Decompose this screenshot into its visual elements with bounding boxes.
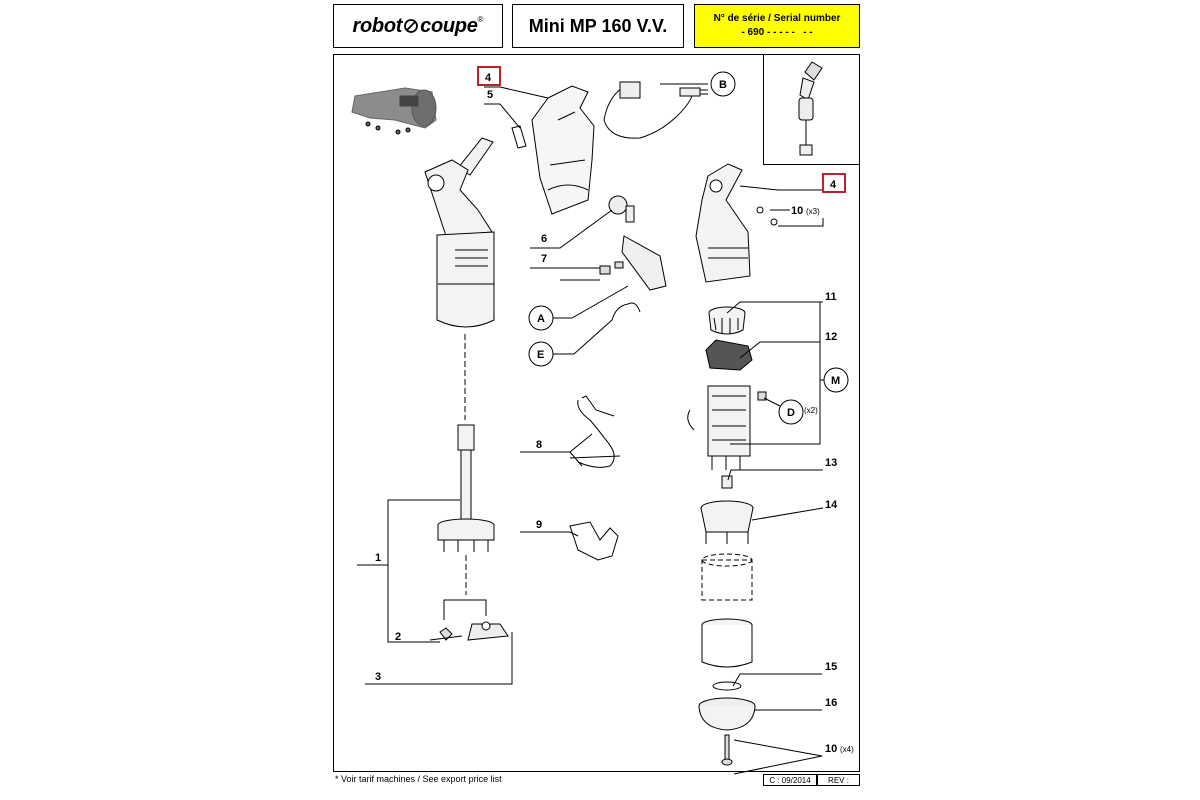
callout-circle-M: [823, 367, 849, 393]
model-title: Mini MP 160 V.V.: [512, 4, 684, 48]
brand-right: coupe: [420, 14, 478, 37]
callout-16: 16: [825, 697, 837, 709]
callout-6: 6: [541, 233, 547, 245]
thumbnail-blender: [798, 61, 823, 156]
cable-harness-part: [569, 395, 621, 468]
callout-4-right: 4: [830, 179, 837, 191]
accessory-photo: [351, 87, 437, 135]
serial-box: N° de série / Serial number - 690 - - - …: [694, 4, 860, 48]
callout-10-top-qty: (x3): [806, 207, 820, 216]
date-code: C : 09/2014: [763, 774, 817, 786]
wire-bracket-part: [569, 521, 619, 561]
callout-10-top: 10: [791, 205, 803, 217]
callout-15: 15: [825, 661, 837, 673]
callout-D-qty: (x2): [804, 406, 818, 415]
leader-lines: [357, 83, 824, 775]
bell-guard-part: [700, 500, 754, 668]
fan-part: [708, 306, 746, 335]
callout-11: 11: [825, 291, 837, 303]
seal-ring-part: [712, 681, 742, 691]
callout-M: M: [831, 375, 840, 387]
callout-5: 5: [487, 89, 493, 101]
power-cord-part: [603, 81, 708, 139]
callout-10-bottom: 10: [825, 743, 837, 755]
callout-13: 13: [825, 457, 837, 469]
callout-7: 7: [541, 253, 547, 265]
serial-label: N° de série / Serial number: [713, 13, 841, 24]
diagram-frame: [333, 54, 860, 772]
callout-A: A: [537, 313, 545, 325]
callout-9: 9: [536, 519, 542, 531]
highlight-box-4b: [822, 173, 846, 193]
callout-2: 2: [395, 631, 401, 643]
base-cap-part: [698, 697, 756, 766]
callout-B: B: [719, 79, 727, 91]
callout-12: 12: [825, 331, 837, 343]
callout-8: 8: [536, 439, 542, 451]
revision-label: REV :: [817, 774, 860, 786]
callout-1: 1: [375, 552, 381, 564]
callout-circle-B: [710, 71, 736, 97]
callout-D: D: [787, 407, 795, 419]
motor-cover-part: [705, 339, 753, 371]
price-list-note: * Voir tarif machines / See export price…: [335, 774, 502, 784]
callout-circle-E: [528, 341, 554, 367]
serial-value: - 690 - - - - - - -: [741, 27, 813, 38]
callout-circle-A: [528, 305, 554, 331]
brand-left: robot: [352, 14, 403, 37]
logo-swirl-icon: [404, 19, 419, 33]
assembled-blender: [424, 137, 509, 641]
brand-logo: robot coupe ®: [333, 4, 503, 48]
handle-shell-part: [511, 85, 595, 215]
callout-E: E: [537, 349, 544, 361]
registered-mark: ®: [477, 15, 484, 24]
callout-4-top: 4: [485, 72, 492, 84]
motor-housing-right: [695, 163, 778, 283]
callout-circle-D: [778, 399, 804, 425]
highlight-box-4a: [477, 66, 501, 86]
callout-3: 3: [375, 671, 381, 683]
motor-shaft-part: [721, 475, 733, 489]
motor-core-part: [687, 385, 767, 470]
knob-part: [608, 195, 635, 223]
callout-14: 14: [825, 499, 838, 511]
callout-10-bottom-qty: (x4): [840, 745, 854, 754]
switch-board-part: [599, 235, 667, 321]
